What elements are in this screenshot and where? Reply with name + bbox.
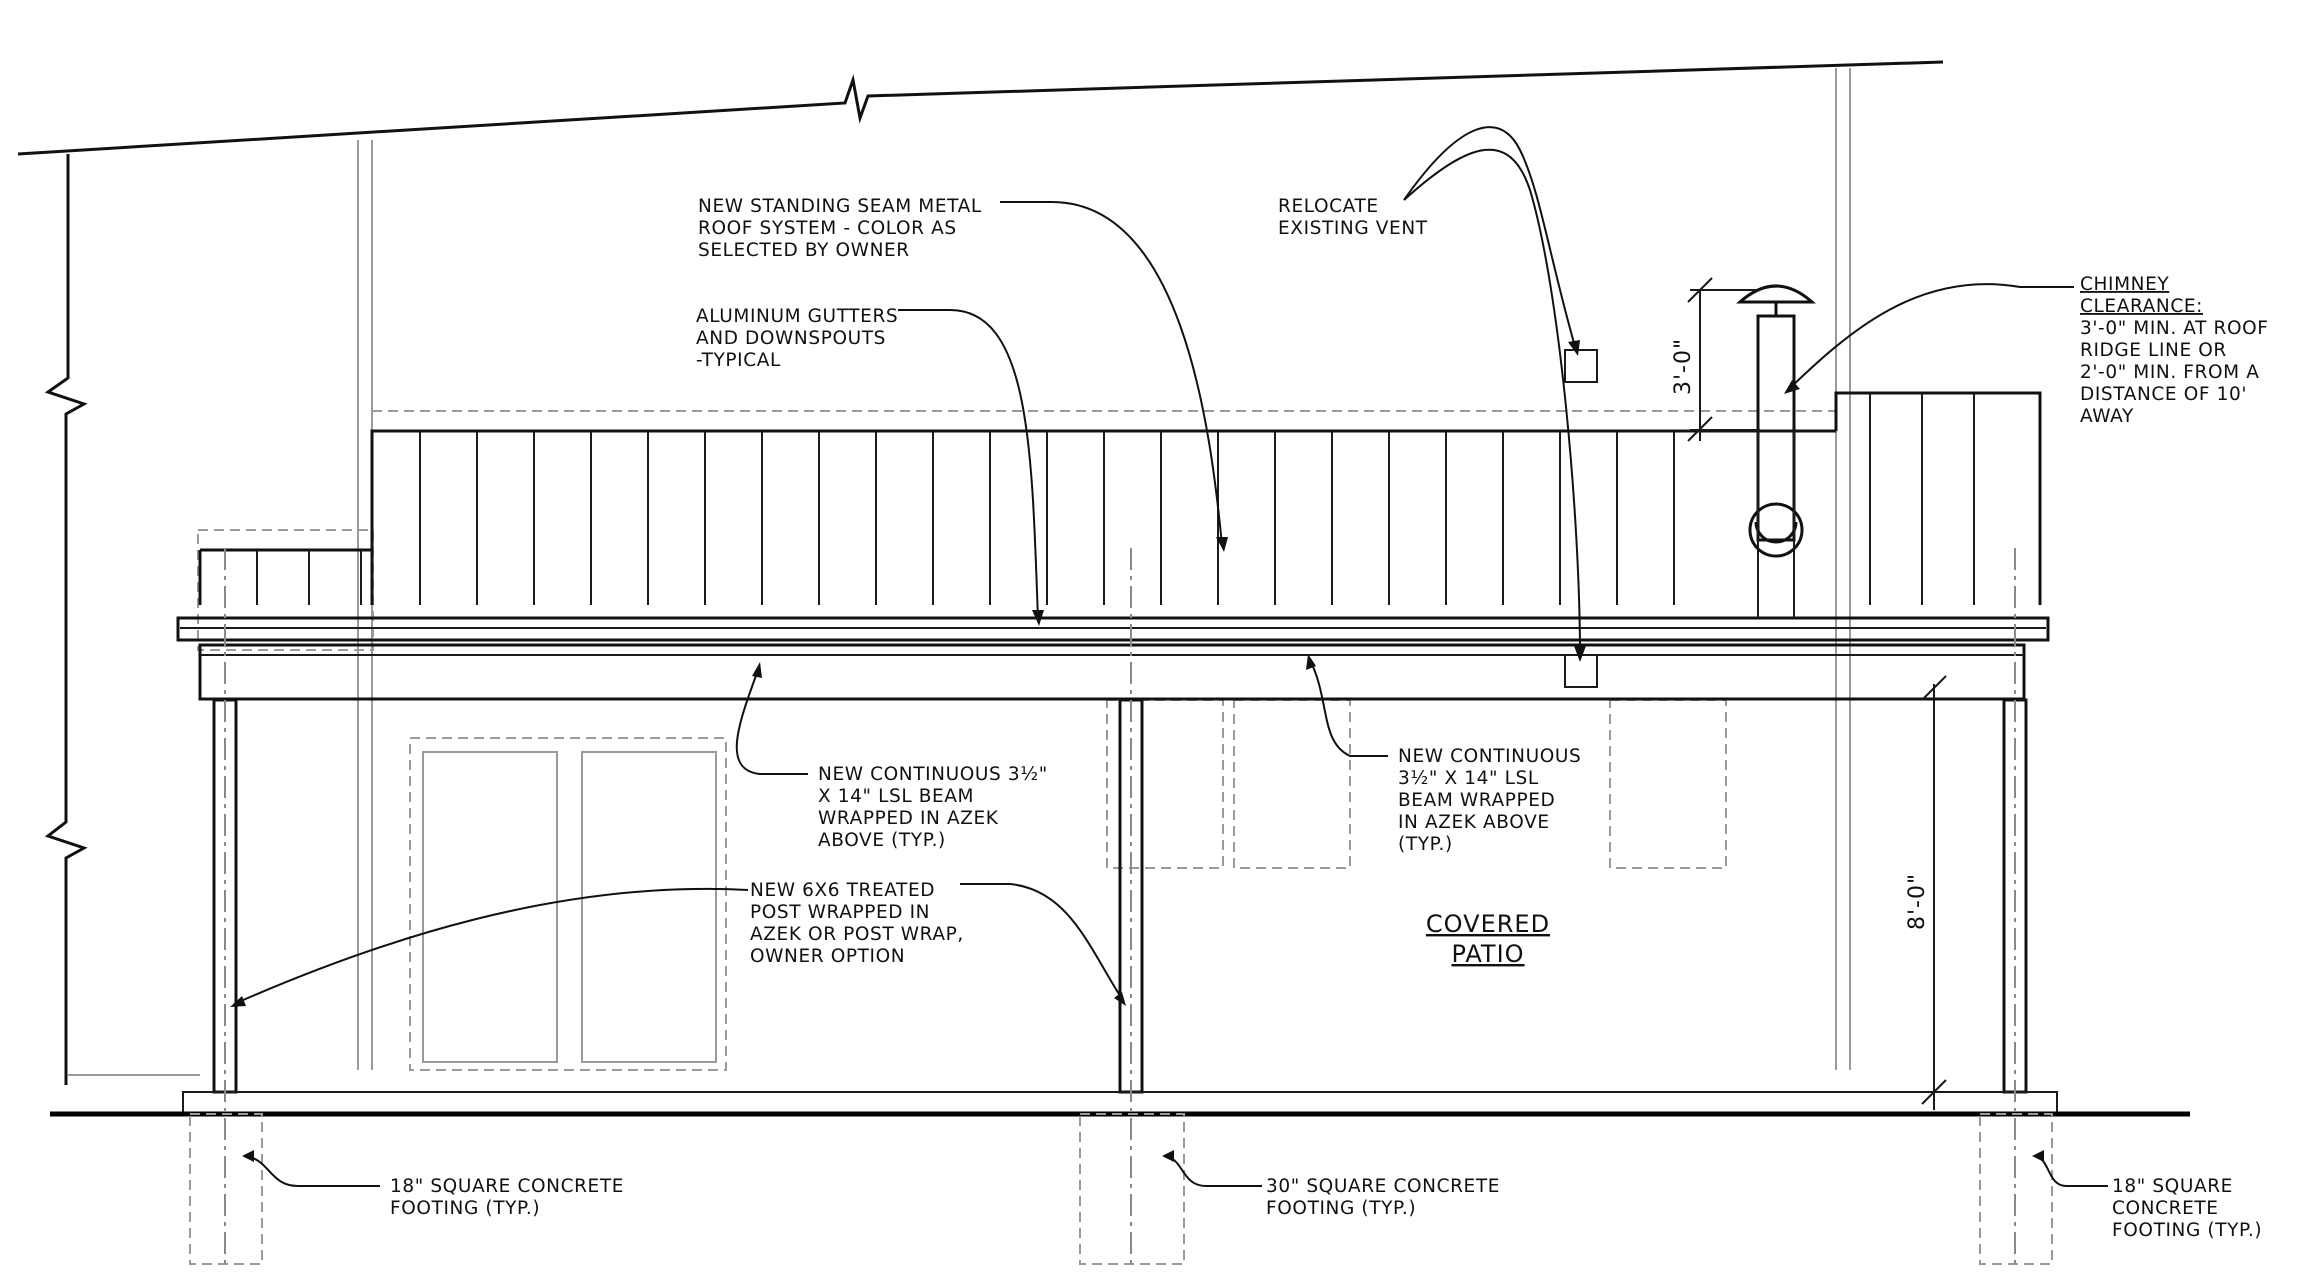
- note-beam-left-line-4: ABOVE (TYP.): [818, 830, 946, 851]
- note-beam-left-line-2: X 14" LSL BEAM: [818, 786, 974, 807]
- note-post-line-1: NEW 6X6 TREATED: [750, 880, 935, 901]
- note-roof: NEW STANDING SEAM METAL ROOF SYSTEM - CO…: [698, 196, 982, 261]
- post-height-label: 8'-0": [1905, 873, 1930, 930]
- note-post-line-3: AZEK OR POST WRAP,: [750, 924, 964, 945]
- existing-house-background: [17, 60, 1944, 1085]
- gutter-band: [176, 616, 2050, 642]
- note-footing-right-line-2: CONCRETE: [2112, 1198, 2219, 1219]
- note-footing-right-line-1: 18" SQUARE: [2112, 1176, 2233, 1197]
- existing-wall-break-line: [44, 154, 88, 1085]
- note-beam-right-line-3: BEAM WRAPPED: [1398, 790, 1555, 811]
- note-chimney-title-2: CLEARANCE:: [2080, 296, 2203, 317]
- covered-patio-line-1: COVERED: [1426, 910, 1550, 938]
- note-post-line-2: POST WRAPPED IN: [750, 902, 930, 923]
- note-footing-left-line-2: FOOTING (TYP.): [390, 1198, 540, 1219]
- note-footing-left: 18" SQUARE CONCRETE FOOTING (TYP.): [390, 1176, 624, 1219]
- vent-lower: [1564, 654, 1598, 688]
- label-covered-patio: COVERED PATIO: [1426, 910, 1550, 968]
- note-chimney-title-1: CHIMNEY: [2080, 274, 2169, 295]
- patio-slab: [182, 1091, 2058, 1115]
- note-beam-right-line-5: (TYP.): [1398, 834, 1453, 855]
- note-vent-line-1: RELOCATE: [1278, 196, 1379, 217]
- chimney-height-label: 3'-0": [1671, 338, 1696, 395]
- note-beam-left-line-1: NEW CONTINUOUS 3½": [818, 764, 1048, 785]
- leader-lines: [230, 126, 2108, 1187]
- chimney-height-dimension: 3'-0": [1671, 277, 1760, 442]
- note-beam-left: NEW CONTINUOUS 3½" X 14" LSL BEAM WRAPPE…: [818, 764, 1048, 851]
- note-chimney-line-1: 3'-0" MIN. AT ROOF: [2080, 318, 2269, 339]
- existing-door-left: [409, 737, 727, 1071]
- note-footing-center-line-2: FOOTING (TYP.): [1266, 1198, 1416, 1219]
- note-roof-line-1: NEW STANDING SEAM METAL: [698, 196, 982, 217]
- note-chimney-line-4: DISTANCE OF 10': [2080, 384, 2247, 405]
- note-beam-left-line-3: WRAPPED IN AZEK: [818, 808, 999, 829]
- note-roof-line-3: SELECTED BY OWNER: [698, 240, 910, 261]
- note-footing-center-line-1: 30" SQUARE CONCRETE: [1266, 1176, 1500, 1197]
- note-vent: RELOCATE EXISTING VENT: [1278, 196, 1428, 239]
- note-footing-center: 30" SQUARE CONCRETE FOOTING (TYP.): [1266, 1176, 1500, 1219]
- existing-window-c: [1609, 699, 1727, 869]
- note-post: NEW 6X6 TREATED POST WRAPPED IN AZEK OR …: [750, 880, 964, 967]
- note-chimney-line-5: AWAY: [2080, 406, 2134, 427]
- note-gutters-line-3: -TYPICAL: [696, 350, 781, 371]
- covered-patio-line-2: PATIO: [1451, 940, 1524, 968]
- note-beam-right-line-1: NEW CONTINUOUS: [1398, 746, 1581, 767]
- note-chimney-line-2: RIDGE LINE OR: [2080, 340, 2227, 361]
- existing-window-left: [197, 529, 374, 651]
- note-beam-right-line-4: IN AZEK ABOVE: [1398, 812, 1550, 833]
- note-post-line-4: OWNER OPTION: [750, 946, 905, 967]
- note-beam-right-line-2: 3½" X 14" LSL: [1398, 768, 1539, 789]
- existing-window-a: [1106, 699, 1224, 869]
- note-roof-line-2: ROOF SYSTEM - COLOR AS: [698, 218, 957, 239]
- existing-window-b: [1233, 699, 1351, 869]
- lsl-beam: [198, 643, 2026, 701]
- existing-roof-line: [17, 60, 1944, 156]
- note-footing-right: 18" SQUARE CONCRETE FOOTING (TYP.): [2112, 1176, 2262, 1241]
- note-vent-line-2: EXISTING VENT: [1278, 218, 1428, 239]
- note-gutters-line-2: AND DOWNSPOUTS: [696, 328, 886, 349]
- note-chimney: CHIMNEY CLEARANCE: 3'-0" MIN. AT ROOF RI…: [2080, 274, 2269, 427]
- chimney: [1736, 284, 1816, 618]
- standing-seam-ribs: [256, 393, 1975, 605]
- note-footing-right-line-3: FOOTING (TYP.): [2112, 1220, 2262, 1241]
- patio-structure: [50, 284, 2190, 1270]
- note-gutters-line-1: ALUMINUM GUTTERS: [696, 306, 898, 327]
- note-gutters: ALUMINUM GUTTERS AND DOWNSPOUTS -TYPICAL: [696, 306, 898, 371]
- note-chimney-line-3: 2'-0" MIN. FROM A: [2080, 362, 2259, 383]
- note-footing-left-line-1: 18" SQUARE CONCRETE: [390, 1176, 624, 1197]
- vent-upper: [1564, 349, 1598, 383]
- note-beam-right: NEW CONTINUOUS 3½" X 14" LSL BEAM WRAPPE…: [1398, 746, 1581, 855]
- post-height-dimension: 8'-0": [1905, 675, 1947, 1110]
